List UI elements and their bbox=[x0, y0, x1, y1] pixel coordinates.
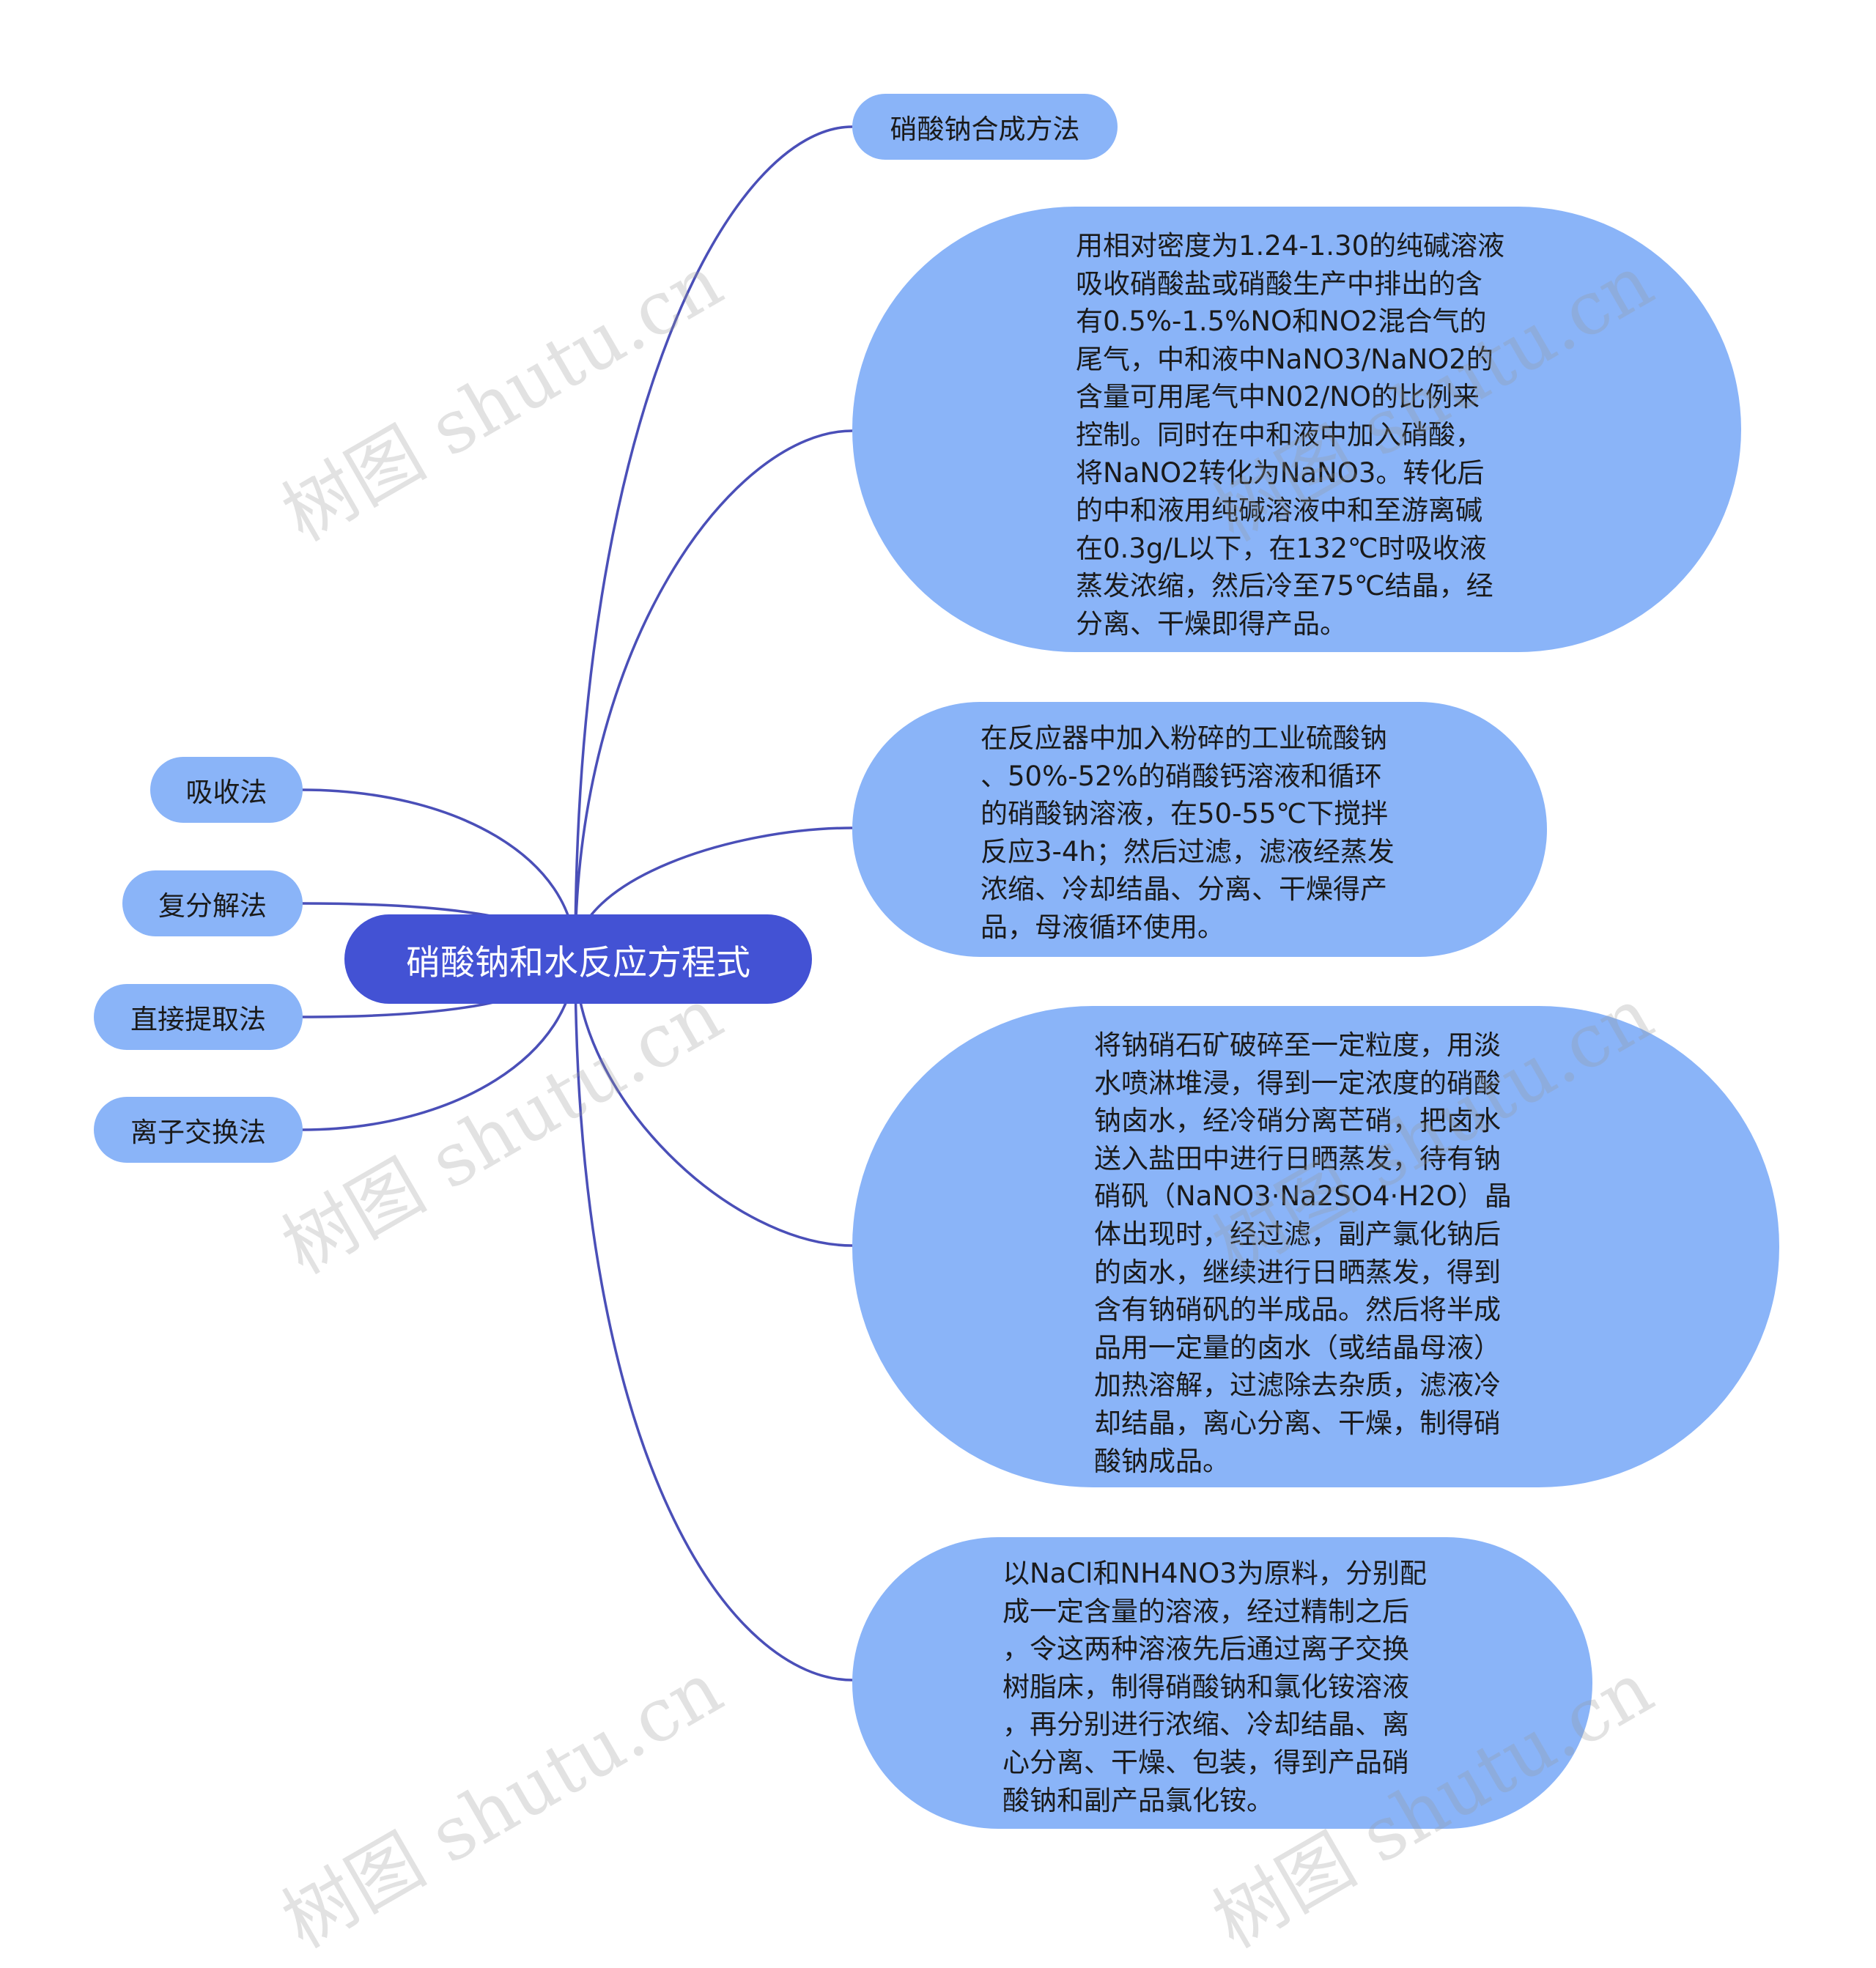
detail-zhijietiqufa[interactable]: 将钠硝石矿破碎至一定粒度，用淡 水喷淋堆浸，得到一定浓度的硝酸 钠卤水，经冷硝分… bbox=[852, 1006, 1779, 1487]
edge-root-to-tiqu-detail bbox=[574, 955, 853, 1247]
branch-label: 直接提取法 bbox=[130, 1004, 266, 1035]
branch-label: 硝酸钠合成方法 bbox=[890, 114, 1080, 145]
branch-hechengfangfa[interactable]: 硝酸钠合成方法 bbox=[852, 94, 1118, 160]
root-topic[interactable]: 硝酸钠和水反应方程式 bbox=[344, 914, 812, 1004]
edge-root-to-jiaohuan-detail bbox=[574, 955, 853, 1682]
detail-text: 用相对密度为1.24-1.30的纯碱溶液 吸收硝酸盐或硝酸生产中排出的含 有0.… bbox=[1076, 230, 1505, 640]
branch-label: 离子交换法 bbox=[130, 1117, 266, 1148]
branch-zhijietiqufa[interactable]: 直接提取法 bbox=[94, 984, 303, 1050]
edge-root-to-hecheng bbox=[574, 125, 853, 957]
branch-xishoufa[interactable]: 吸收法 bbox=[150, 757, 303, 823]
detail-lizijiaohuanfa[interactable]: 以NaCl和NH4NO3为原料，分别配 成一定含量的溶液，经过精制之后 ，令这两… bbox=[852, 1537, 1592, 1829]
detail-text: 将钠硝石矿破碎至一定粒度，用淡 水喷淋堆浸，得到一定浓度的硝酸 钠卤水，经冷硝分… bbox=[1094, 1029, 1512, 1477]
root-topic-label: 硝酸钠和水反应方程式 bbox=[406, 942, 750, 983]
branch-label: 复分解法 bbox=[158, 890, 267, 922]
branch-lizijiaohuanfa[interactable]: 离子交换法 bbox=[94, 1097, 303, 1163]
edge-root-to-xishou-detail bbox=[574, 429, 853, 957]
branch-fufenjiefa[interactable]: 复分解法 bbox=[122, 870, 303, 936]
branch-label: 吸收法 bbox=[185, 777, 267, 808]
detail-fufenjiefa[interactable]: 在反应器中加入粉碎的工业硫酸钠 、50%-52%的硝酸钙溶液和循环 的硝酸钠溶液… bbox=[852, 702, 1547, 957]
detail-xishoufa[interactable]: 用相对密度为1.24-1.30的纯碱溶液 吸收硝酸盐或硝酸生产中排出的含 有0.… bbox=[852, 207, 1741, 652]
detail-text: 在反应器中加入粉碎的工业硫酸钠 、50%-52%的硝酸钙溶液和循环 的硝酸钠溶液… bbox=[981, 722, 1395, 943]
detail-text: 以NaCl和NH4NO3为原料，分别配 成一定含量的溶液，经过精制之后 ，令这两… bbox=[1002, 1558, 1427, 1816]
